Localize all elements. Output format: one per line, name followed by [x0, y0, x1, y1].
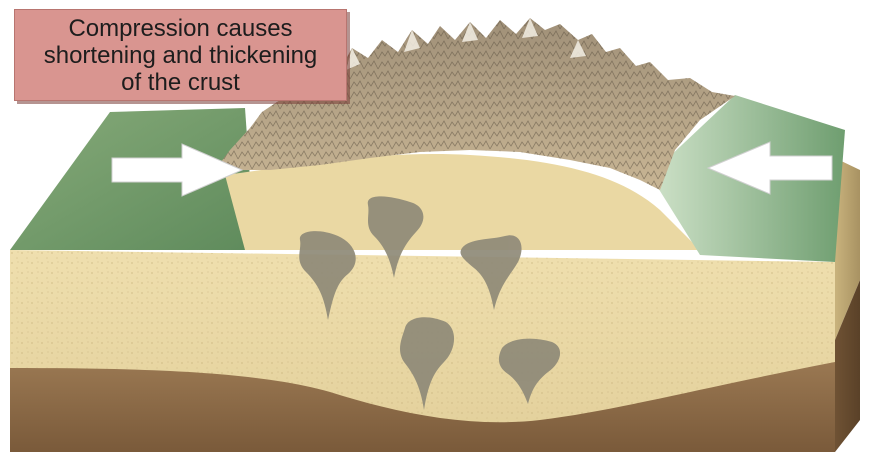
caption-box: Compression causes shortening and thicke…	[14, 9, 347, 101]
caption-text: Compression causes shortening and thicke…	[44, 15, 318, 96]
